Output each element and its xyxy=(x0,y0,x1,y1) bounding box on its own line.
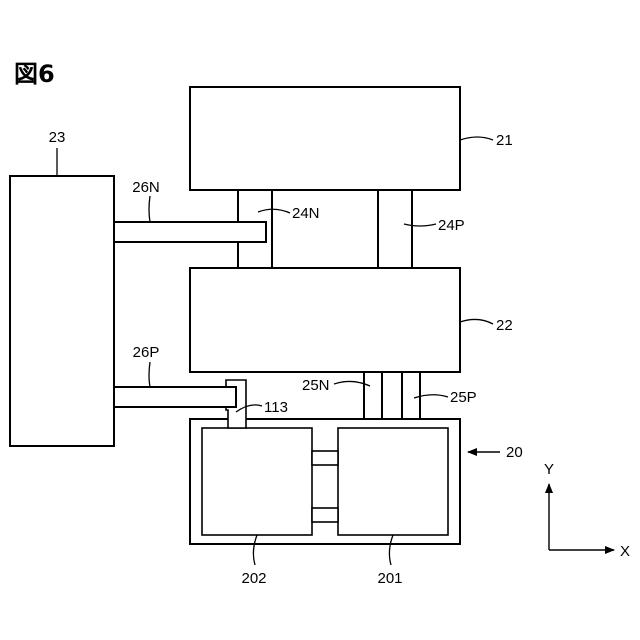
label-25P: 25P xyxy=(450,389,477,406)
label-22: 22 xyxy=(496,317,513,334)
block-23 xyxy=(10,176,114,446)
label-113: 113 xyxy=(264,399,288,416)
label-26N: 26N xyxy=(132,179,160,196)
wire-26N xyxy=(114,222,266,242)
label-23: 23 xyxy=(49,129,66,146)
element-202 xyxy=(202,428,312,535)
label-24P: 24P xyxy=(438,217,465,234)
label-20: 20 xyxy=(506,444,523,461)
label-24N: 24N xyxy=(292,205,320,222)
x-axis-label: X xyxy=(620,543,630,560)
element-201 xyxy=(338,428,448,535)
label-202: 202 xyxy=(241,570,266,587)
block-22 xyxy=(190,268,460,372)
wire-26P xyxy=(114,387,236,407)
bus-bar-lower xyxy=(312,508,338,522)
block-21 xyxy=(190,87,460,190)
label-25N: 25N xyxy=(302,377,330,394)
leader-22 xyxy=(460,319,493,324)
leader-26P xyxy=(149,362,150,387)
connector-24P xyxy=(378,190,412,268)
y-axis-label: Y xyxy=(544,461,554,478)
leader-21 xyxy=(460,137,493,140)
label-26P: 26P xyxy=(133,344,160,361)
label-201: 201 xyxy=(377,570,402,587)
leader-26N xyxy=(149,196,150,222)
bus-bar-upper xyxy=(312,451,338,465)
label-21: 21 xyxy=(496,132,513,149)
